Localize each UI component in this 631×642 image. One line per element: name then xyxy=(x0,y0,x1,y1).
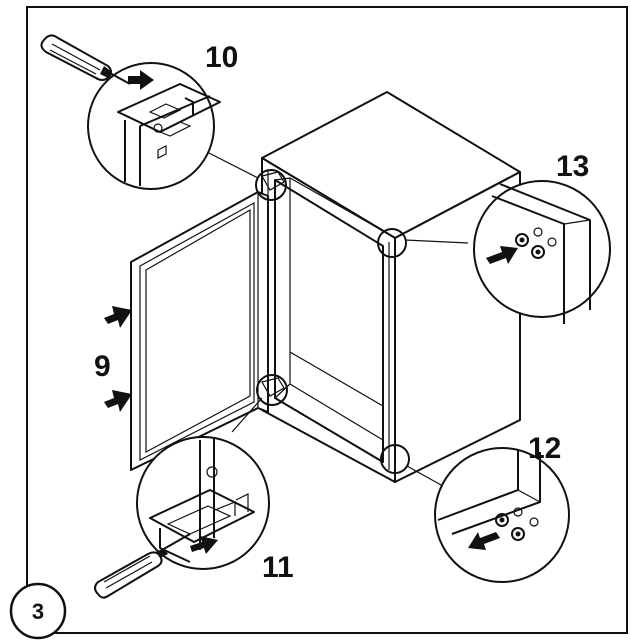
leader-11 xyxy=(231,397,263,433)
step-number: 3 xyxy=(32,599,44,624)
detail-10-upper-hinge xyxy=(87,62,221,190)
screwdriver-lower xyxy=(94,533,191,599)
callout-label-13: 13 xyxy=(556,150,589,183)
callout-label-10: 10 xyxy=(205,41,238,74)
lower-hinge-marker xyxy=(256,374,288,406)
lower-corner-marker xyxy=(380,444,410,474)
detail-12-lower-corner xyxy=(434,447,570,583)
leader-13 xyxy=(404,239,469,244)
detail-11-lower-hinge xyxy=(136,436,270,570)
arrow-9-lower xyxy=(104,390,132,412)
screwdriver-upper xyxy=(40,34,131,85)
arrow-12 xyxy=(468,532,500,550)
arrow-13 xyxy=(486,246,518,264)
callout-label-11: 11 xyxy=(262,551,294,584)
callout-label-9: 9 xyxy=(94,350,111,383)
callout-label-12: 12 xyxy=(528,432,561,465)
detail-13-upper-corner xyxy=(473,180,611,324)
arrow-10 xyxy=(128,70,154,90)
upper-hinge-marker xyxy=(255,169,287,201)
arrow-9-upper xyxy=(104,306,132,328)
fridge-cabinet xyxy=(261,91,521,483)
leader-10 xyxy=(204,150,259,179)
arrow-11 xyxy=(190,536,218,554)
upper-corner-marker xyxy=(377,228,407,258)
step-badge: 3 xyxy=(9,582,67,640)
